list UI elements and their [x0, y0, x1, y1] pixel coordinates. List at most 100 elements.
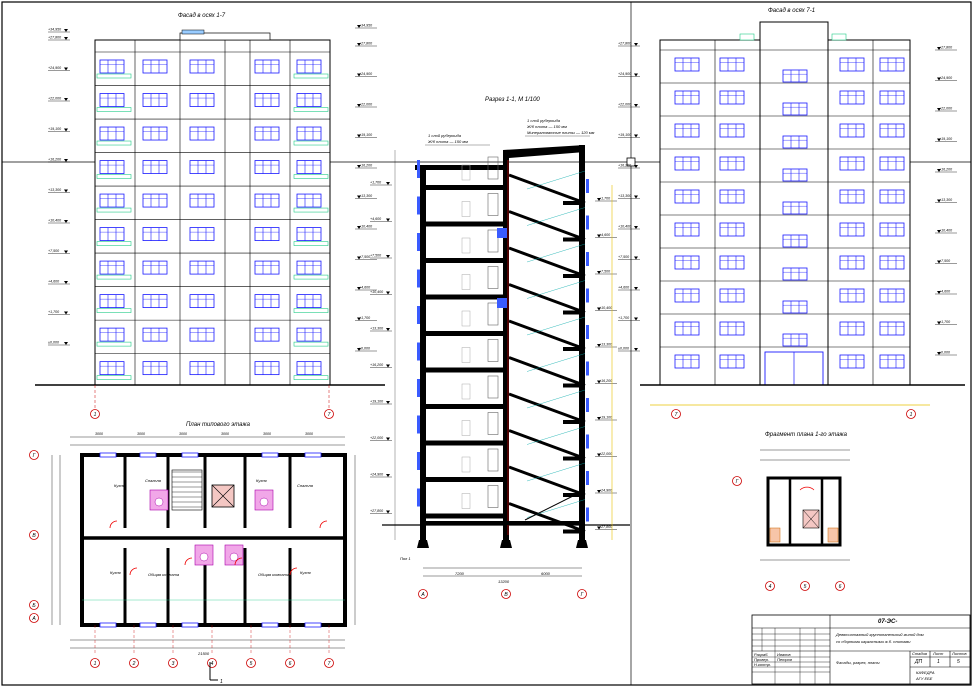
stair-flight: [508, 246, 586, 278]
plan-fixture-0: [154, 497, 164, 507]
stair-rail: [526, 389, 586, 409]
sec-level-right-7-text: +22,000: [599, 452, 612, 456]
fragment-title: Фрагмент плана 1-го этажа: [765, 432, 847, 438]
facade-left-axis-1: [90, 409, 100, 419]
stamp-sheets-hdr: Листов: [952, 651, 967, 656]
room-label-1: Кухня: [114, 483, 125, 488]
facade-left-axis-7: [324, 409, 334, 419]
plan-axis-5: [246, 658, 256, 668]
plan-top-dim-2: 3000: [179, 432, 187, 436]
plan-axis-5-label: 5: [250, 661, 253, 667]
window: [839, 123, 865, 138]
level-top-right: +34,950: [355, 24, 377, 29]
plan-top-dim-4: 3000: [263, 432, 271, 436]
door-outline: [461, 274, 471, 290]
frag-door-arc: [799, 486, 815, 491]
plan-stair: [171, 469, 203, 511]
plan-window-bottom-3: [261, 622, 279, 628]
window: [674, 189, 700, 204]
plan-side-axis-1-label: В: [32, 533, 36, 539]
window-glass-right: [586, 507, 589, 522]
level-left-0-text: +27,800: [48, 36, 61, 40]
level-right-8-text: +4,600: [359, 286, 370, 290]
stair-flight: [508, 210, 586, 241]
level-right-10: ±0,000: [355, 347, 377, 352]
sec-level-right-3: +10,400: [595, 306, 617, 311]
section-cut-label: 1: [220, 679, 223, 685]
r-level-right-0-text: +27,800: [939, 46, 952, 50]
window-glass-right: [586, 252, 589, 266]
level-right-9-text: +1,700: [359, 316, 370, 320]
sec-level-left-8-text: +24,900: [370, 473, 383, 477]
window-glass-right: [586, 215, 589, 230]
balcony-right: [293, 308, 329, 313]
window-glass-left: [417, 379, 420, 397]
r-level-left-1: +24,900: [618, 72, 640, 77]
room-label-6: Общая комната: [148, 572, 180, 577]
plan-axis-4-label: 4: [211, 661, 214, 667]
window: [142, 361, 168, 376]
sec-level-left-3: +10,400: [370, 290, 392, 295]
frag-axis-4-label: 4: [769, 584, 772, 590]
plan-side-axis-0: [29, 450, 39, 460]
landing: [563, 274, 585, 278]
stamp-sheets: 5: [957, 659, 960, 665]
level-left-1: +24,900: [48, 66, 70, 71]
facade-right-axis-1-label: 1: [910, 412, 913, 418]
floor-slab: [420, 331, 505, 336]
level-left-6-text: +10,400: [48, 219, 61, 223]
level-right-4: +16,200: [355, 164, 377, 169]
level-left-8: +4,600: [48, 280, 70, 285]
sec-level-right-0-text: +1,700: [599, 197, 610, 201]
stamp-title-1: Девятиэтажный крупнопанельный жилой дом: [836, 632, 924, 637]
landing: [563, 310, 585, 315]
window: [99, 193, 125, 208]
level-left-10: ±0,000: [48, 341, 70, 346]
window: [99, 361, 125, 376]
insulation-note: Минераловатные плиты — 120 мм: [527, 130, 595, 135]
door-outline: [461, 456, 471, 473]
balcony-right: [293, 375, 329, 380]
room-label-2: Спальня: [145, 478, 161, 483]
window-glass-left: [417, 452, 420, 470]
plan-axis-6: [285, 658, 295, 668]
window: [254, 126, 280, 141]
level-right-10-text: ±0,000: [359, 347, 370, 351]
room-label-3: Кухня: [256, 478, 267, 483]
floor-note-1: 1 слой рубероида: [527, 118, 560, 123]
level-left-9-text: +1,700: [48, 310, 59, 314]
plan-axis-7-label: 7: [328, 661, 331, 667]
window: [189, 126, 215, 141]
window: [782, 333, 808, 347]
plan-axis-2: [129, 658, 139, 668]
window: [254, 260, 280, 275]
window: [719, 90, 745, 105]
balcony-left: [96, 274, 132, 280]
window: [674, 288, 700, 303]
window: [296, 327, 322, 342]
stamp-title-2: со сборными каркасными ж.б. плитами: [836, 639, 911, 644]
window: [719, 222, 745, 237]
basement-slab: [420, 521, 585, 525]
level-right-0-text: +27,800: [359, 42, 372, 46]
section-axis-a: [418, 589, 428, 599]
plan-door-arc-0: [109, 520, 118, 529]
r-level-left-8-text: +4,600: [618, 286, 629, 290]
balcony-left: [96, 73, 132, 79]
stair-flight: [508, 429, 586, 460]
r-level-left-4-text: +16,200: [618, 164, 631, 168]
outer-wall-left: [420, 165, 426, 540]
r-level-left-2: +22,000: [618, 103, 640, 108]
r-level-right-0: +27,800: [935, 46, 957, 51]
room-label-8: Кухня: [300, 570, 311, 575]
window: [99, 227, 125, 241]
plan-door-arc-4: [129, 567, 138, 576]
frag-axis-5: [800, 581, 810, 591]
window: [719, 288, 745, 303]
balcony-right: [293, 274, 329, 280]
window: [782, 102, 808, 116]
foundation-0: [417, 540, 429, 548]
window-glass-right: [586, 434, 589, 449]
